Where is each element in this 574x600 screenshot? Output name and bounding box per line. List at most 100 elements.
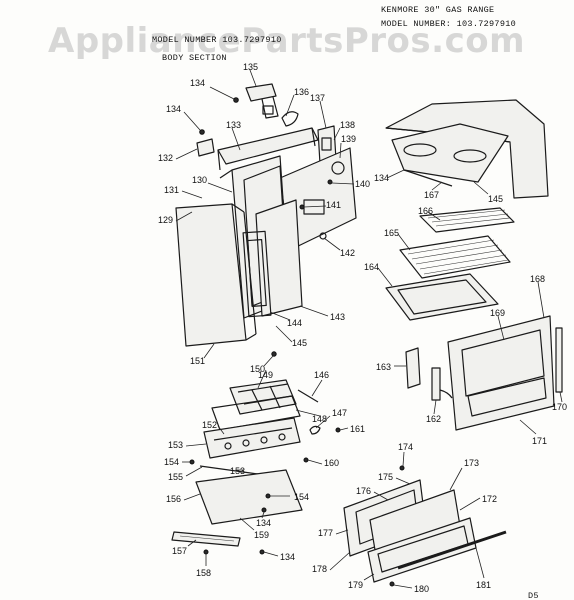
callout-134: 134 [166, 104, 181, 114]
callout-142: 142 [340, 248, 355, 258]
callout-153: 153 [168, 440, 183, 450]
callout-149: 149 [258, 370, 273, 380]
part-144-cavity-frame [242, 230, 272, 318]
callout-134: 134 [280, 552, 295, 562]
callout-134: 134 [256, 518, 271, 528]
callout-131: 131 [164, 185, 179, 195]
callout-170: 170 [552, 402, 567, 412]
part-165-oven-rack [399, 235, 511, 279]
callout-174: 174 [398, 442, 413, 452]
callout-160: 160 [324, 458, 339, 468]
callout-163: 163 [376, 362, 391, 372]
screw-134-bottom [261, 507, 267, 513]
callout-169: 169 [490, 308, 505, 318]
callout-146: 146 [314, 370, 329, 380]
screw-154-right [265, 493, 271, 499]
callout-130: 130 [192, 175, 207, 185]
callout-132: 132 [158, 153, 173, 163]
callout-133: 133 [226, 120, 241, 130]
callout-171: 171 [532, 436, 547, 446]
screw-141 [299, 204, 305, 210]
screw-160 [303, 457, 309, 463]
callout-136: 136 [294, 87, 309, 97]
callout-167: 167 [424, 190, 439, 200]
part-181-door-handle [397, 530, 507, 570]
part-147-clip [309, 425, 321, 435]
screw-140 [327, 179, 333, 185]
callout-135: 135 [243, 62, 258, 72]
part-148-burner-pan [211, 395, 301, 431]
part-149-burner-assembly [229, 379, 297, 415]
watermark: AppliancePartsPros.com [48, 21, 525, 61]
callout-157: 157 [172, 546, 187, 556]
callout-145: 145 [488, 194, 503, 204]
callout-173: 173 [464, 458, 479, 468]
callout-134: 134 [190, 78, 205, 88]
callout-158: 158 [196, 568, 211, 578]
part-145-cooktop [385, 99, 549, 199]
callout-145: 145 [292, 338, 307, 348]
screw-134-left [199, 129, 205, 135]
screw-134-top [233, 97, 239, 103]
callout-137: 137 [310, 93, 325, 103]
part-157-kick-plate [171, 531, 241, 547]
callout-147: 147 [332, 408, 347, 418]
callout-151: 151 [190, 356, 205, 366]
page-code: D5 [528, 591, 539, 600]
part-132-bracket [196, 138, 215, 157]
callout-154: 154 [294, 492, 309, 502]
screw-154-left [189, 459, 195, 465]
part-152-manifold [203, 417, 301, 459]
screw-174 [399, 465, 405, 471]
callout-153: 153 [230, 466, 245, 476]
part-170-trim-strip [555, 327, 563, 393]
grommet-142 [319, 232, 327, 240]
callout-154: 154 [164, 457, 179, 467]
section-model-number: MODEL NUMBER 103.7297910 [152, 35, 282, 45]
callout-164: 164 [364, 262, 379, 272]
part-164-broiler-pan [385, 273, 499, 321]
callout-155: 155 [168, 472, 183, 482]
callout-140: 140 [355, 179, 370, 189]
header-line-1: KENMORE 30" GAS RANGE [381, 5, 494, 15]
part-163-hinge-bracket [405, 347, 421, 389]
leader-lines [175, 69, 563, 589]
callout-139: 139 [341, 134, 356, 144]
callout-178: 178 [312, 564, 327, 574]
callout-150: 150 [250, 364, 265, 374]
part-143-side-panel [255, 199, 303, 317]
part-168-door-frame [447, 315, 555, 431]
callout-156: 156 [166, 494, 181, 504]
callout-168: 168 [530, 274, 545, 284]
section-title: BODY SECTION [162, 53, 227, 63]
callout-138: 138 [340, 120, 355, 130]
screw-134-kick [259, 549, 265, 555]
screw-150 [271, 351, 277, 357]
callout-148: 148 [312, 414, 327, 424]
header-line-2: MODEL NUMBER: 103.7297910 [381, 19, 516, 29]
callout-152: 152 [202, 420, 217, 430]
screw-180 [389, 581, 395, 587]
screw-158 [203, 549, 209, 555]
callout-172: 172 [482, 494, 497, 504]
part-155-rod [199, 465, 259, 475]
part-162-hinge [431, 367, 453, 401]
callout-180: 180 [414, 584, 429, 594]
callout-159: 159 [254, 530, 269, 540]
callout-161: 161 [350, 424, 365, 434]
part-159-bottom-panel [195, 469, 303, 525]
screw-161 [335, 427, 341, 433]
callout-175: 175 [378, 472, 393, 482]
callout-165: 165 [384, 228, 399, 238]
part-135-bracket [245, 83, 279, 119]
callout-134: 134 [374, 173, 389, 183]
callout-129: 129 [158, 215, 173, 225]
callout-176: 176 [356, 486, 371, 496]
part-146-bolt [297, 389, 319, 403]
callout-166: 166 [418, 206, 433, 216]
callout-177: 177 [318, 528, 333, 538]
callout-179: 179 [348, 580, 363, 590]
callout-143: 143 [330, 312, 345, 322]
